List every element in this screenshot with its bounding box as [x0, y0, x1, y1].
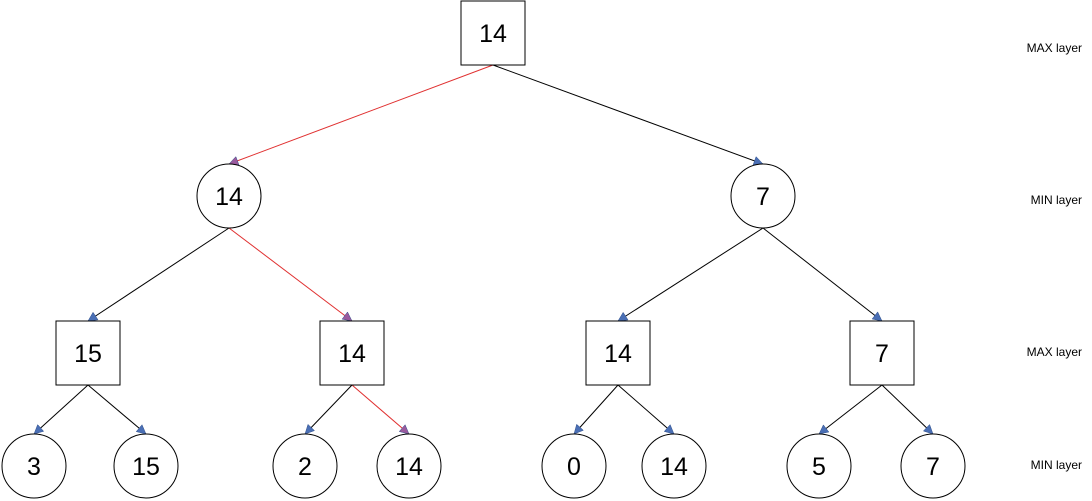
min-node-circle — [113, 433, 179, 499]
node-value: 2 — [298, 453, 312, 481]
highlighted-edge — [228, 64, 494, 165]
min-node-circle — [376, 433, 442, 499]
tree-node-leaf-5: 0 — [541, 433, 607, 499]
tree-edge — [492, 64, 764, 165]
arrowhead-icon — [341, 311, 353, 322]
tree-node-min-right: 7 — [730, 163, 796, 229]
min-node-circle — [730, 163, 796, 229]
max-node-square — [849, 320, 915, 386]
arrowhead-icon — [304, 423, 315, 435]
tree-node-leaf-6: 14 — [641, 433, 707, 499]
arrowhead-icon — [573, 423, 584, 435]
min-node-circle — [786, 433, 852, 499]
tree-node-leaf-7: 5 — [786, 433, 852, 499]
max-node-square — [460, 0, 526, 66]
arrowhead-icon — [663, 424, 675, 435]
node-value: 14 — [479, 20, 507, 48]
min-node-circle — [641, 433, 707, 499]
tree-edge — [617, 384, 675, 435]
tree-node-leaf-1: 3 — [1, 433, 67, 499]
min-node-circle — [272, 433, 338, 499]
min-node-circle — [196, 163, 262, 229]
edges-group — [33, 64, 934, 435]
node-value: 14 — [338, 340, 366, 368]
arrowhead-icon — [398, 424, 410, 435]
tree-edge — [818, 384, 883, 435]
tree-edge — [87, 384, 147, 435]
tree-edge — [304, 384, 353, 435]
tree-node-leaf-8: 7 — [900, 433, 966, 499]
tree-node-max-4: 7 — [849, 320, 915, 386]
tree-edge — [573, 384, 619, 435]
node-value: 7 — [756, 183, 770, 211]
tree-edge — [617, 227, 764, 322]
node-value: 15 — [74, 340, 102, 368]
min-node-circle — [541, 433, 607, 499]
arrowhead-icon — [135, 424, 147, 435]
arrowhead-icon — [617, 311, 629, 322]
layer-label: MIN layer — [1031, 458, 1082, 472]
node-value: 5 — [812, 453, 826, 481]
nodes-group: 14 14 7 15 14 14 7 3 15 2 14 0 14 5 7 — [1, 0, 966, 499]
layer-label: MAX layer — [1027, 41, 1082, 55]
max-node-square — [55, 320, 121, 386]
layer-labels-group: MAX layer MIN layer MAX layer MIN layer — [1027, 41, 1082, 472]
min-node-circle — [1, 433, 67, 499]
max-node-square — [585, 320, 651, 386]
tree-edge — [33, 384, 89, 435]
tree-node-max-1: 15 — [55, 320, 121, 386]
highlighted-edge — [228, 227, 353, 322]
min-node-circle — [900, 433, 966, 499]
arrowhead-icon — [922, 424, 934, 435]
tree-node-root: 14 — [460, 0, 526, 66]
tree-node-max-2: 14 — [319, 320, 385, 386]
tree-edge — [881, 384, 934, 435]
node-value: 7 — [875, 340, 889, 368]
tree-node-max-3: 14 — [585, 320, 651, 386]
highlighted-edge — [351, 384, 410, 435]
tree-node-leaf-2: 15 — [113, 433, 179, 499]
node-value: 14 — [215, 183, 243, 211]
tree-node-leaf-3: 2 — [272, 433, 338, 499]
arrowhead-icon — [818, 424, 830, 435]
tree-edge — [87, 227, 230, 322]
tree-node-leaf-4: 14 — [376, 433, 442, 499]
layer-label: MIN layer — [1031, 193, 1082, 207]
node-value: 7 — [926, 453, 940, 481]
node-value: 15 — [132, 453, 160, 481]
arrowhead-icon — [87, 311, 99, 322]
node-value: 14 — [395, 453, 423, 481]
node-value: 14 — [660, 453, 688, 481]
node-value: 0 — [567, 453, 581, 481]
arrowhead-icon — [33, 424, 45, 435]
node-value: 3 — [27, 453, 41, 481]
node-value: 14 — [604, 340, 632, 368]
layer-label: MAX layer — [1027, 345, 1082, 359]
tree-edge — [762, 227, 883, 322]
tree-node-min-left: 14 — [196, 163, 262, 229]
arrowhead-icon — [871, 311, 883, 322]
max-node-square — [319, 320, 385, 386]
